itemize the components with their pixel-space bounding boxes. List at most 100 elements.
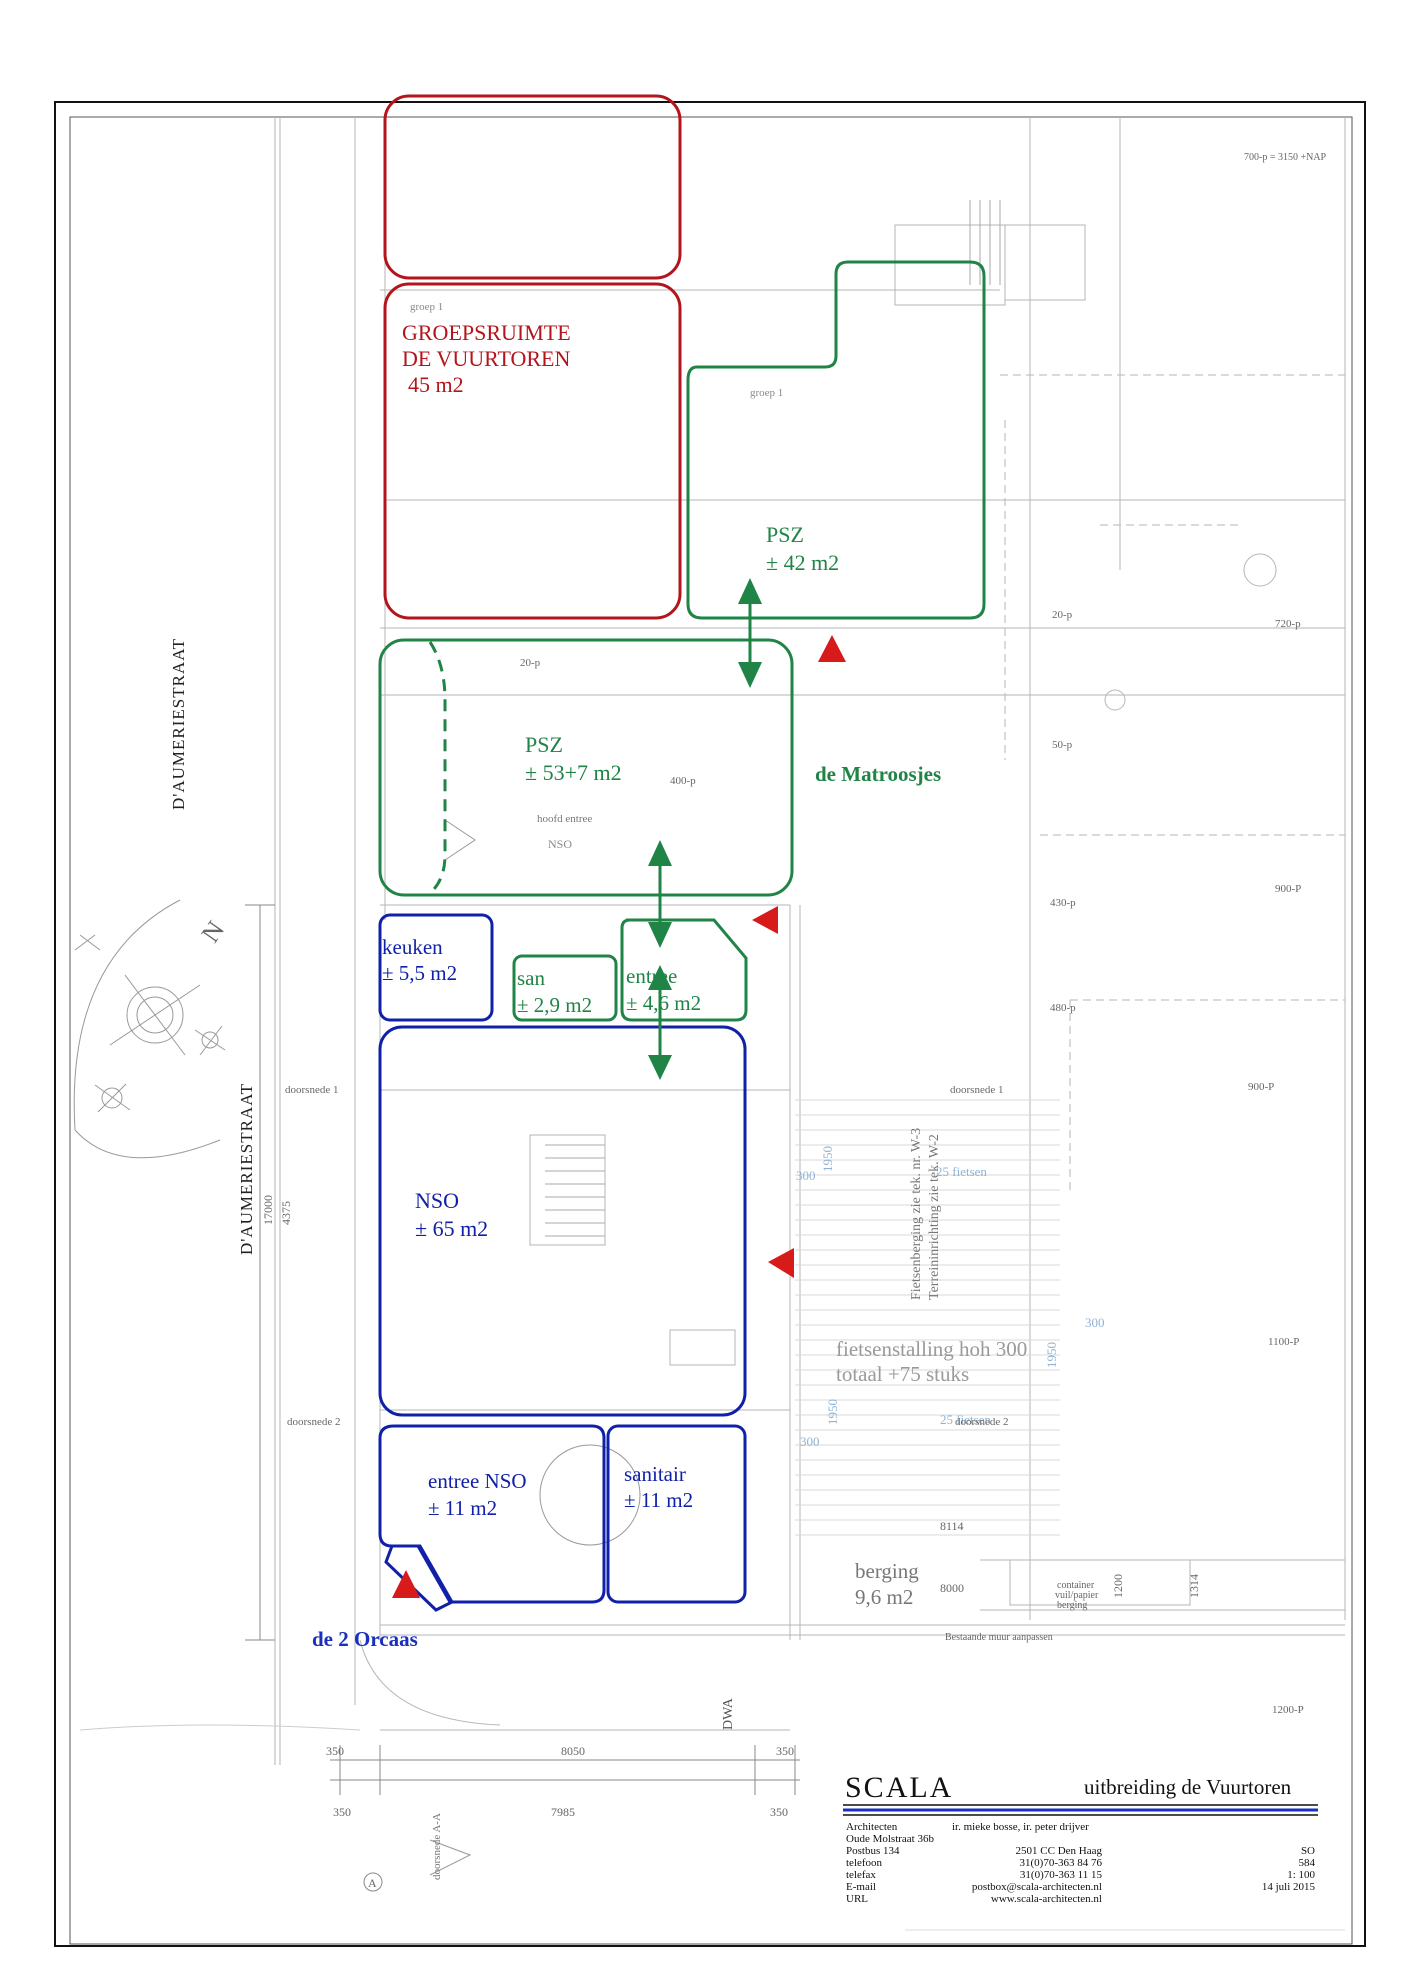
nso-name: NSO — [415, 1188, 459, 1213]
doorsnede-1b-label: doorsnede 1 — [950, 1084, 1003, 1096]
gang-300a: 300 — [796, 1168, 816, 1183]
berging-area: 9,6 m2 — [855, 1585, 913, 1609]
tb-row-6-value: www.scala-architecten.nl — [991, 1893, 1102, 1905]
street-name-lower: D'AUMERIESTRAAT — [237, 1083, 256, 1255]
groep-1a: groep 1 — [410, 301, 443, 313]
fietsen-25a: 25 fietsen — [936, 1164, 987, 1179]
dim-1200: 1200 — [1111, 1574, 1125, 1598]
grid-a-label: A — [368, 1876, 377, 1890]
entrance-marker-3 — [768, 1248, 794, 1278]
tb-row-4-label: telefax — [846, 1869, 876, 1881]
san-name: san — [517, 966, 545, 990]
circulation-arrow-2 — [648, 840, 672, 948]
tb-row-5-label: E-mail — [846, 1881, 876, 1893]
dwa-label: DWA — [721, 1697, 736, 1730]
tb-row-1-label: Oude Molstraat 36b — [846, 1833, 934, 1845]
fietsen-25b: 25 fietsen — [940, 1412, 991, 1427]
nso-ref-label: NSO — [548, 837, 572, 851]
room-outline-entree-nso-porch — [384, 1544, 455, 1612]
fietsenberging-label-1: Fietsenberging zie tek. nr. W-3 — [909, 1128, 924, 1300]
vuil-label: vuil/papier — [1055, 1590, 1099, 1601]
dim-350a: 350 — [326, 1744, 344, 1758]
keuken-name: keuken — [382, 935, 443, 959]
groepsruimte-label-2: DE VUURTOREN — [402, 346, 570, 371]
tb-row-4-value: 31(0)70-363 11 15 — [1020, 1869, 1103, 1881]
level-1100: 1100-P — [1268, 1336, 1299, 1348]
berging-small-label: berging — [1057, 1600, 1087, 1611]
psz-mid-area: ± 53+7 m2 — [525, 760, 622, 785]
dimension-lines — [245, 904, 800, 1795]
groep-1b: groep 1 — [750, 387, 783, 399]
dim-17000: 17000 — [261, 1195, 275, 1225]
sanitair-area: ± 11 m2 — [624, 1488, 693, 1512]
room-outline-groepsruimte — [383, 282, 682, 620]
room-outline-psz-53 — [378, 638, 794, 897]
dashed-wall-line — [428, 641, 447, 895]
room-outline-entree — [620, 918, 748, 1022]
level-430: 430-p — [1050, 897, 1076, 909]
entree-nso-name: entree NSO — [428, 1469, 527, 1493]
sanitair-name: sanitair — [624, 1462, 686, 1486]
gang-1950b: 1950 — [1044, 1342, 1059, 1368]
tb-row-6-label: URL — [846, 1893, 868, 1905]
street-name-upper: D'AUMERIESTRAAT — [169, 638, 188, 810]
level-1200: 1200-P — [1272, 1704, 1304, 1716]
san-area: ± 2,9 m2 — [517, 993, 592, 1017]
container-label: container — [1057, 1580, 1095, 1591]
spiral-stair — [539, 1444, 641, 1546]
tb-code1: SO — [1301, 1845, 1315, 1857]
groepsruimte-area: 45 m2 — [408, 372, 464, 397]
entree-name: entree — [626, 964, 677, 988]
gang-300b: 300 — [1085, 1315, 1105, 1330]
room-outline-nso — [378, 1025, 747, 1417]
level-720: 720-p — [1275, 618, 1301, 630]
title-block: SCALA uitbreiding de Vuurtoren Architect… — [843, 1771, 1318, 1905]
level-20b: 20-p — [520, 657, 541, 669]
dim-350d: 350 — [770, 1805, 788, 1819]
tb-row-3-value: 31(0)70-363 84 76 — [1020, 1857, 1103, 1869]
north-label: N — [196, 916, 231, 948]
nso-area: ± 65 m2 — [415, 1216, 488, 1241]
sheet-frame-outer — [54, 101, 1366, 1947]
psz-mid-name: PSZ — [525, 732, 563, 757]
room-outline-san — [512, 954, 618, 1022]
dim-8050: 8050 — [561, 1744, 585, 1758]
fietsenstalling-label-2: totaal +75 stuks — [836, 1362, 969, 1386]
berging-label: berging — [855, 1559, 919, 1583]
sheet-frame-inner — [69, 116, 1353, 1945]
entrance-marker-4 — [392, 1570, 420, 1598]
circulation-arrow-1 — [738, 578, 762, 688]
entree-nso-area: ± 11 m2 — [428, 1496, 497, 1520]
level-50: 50-p — [1052, 739, 1073, 751]
compass-rose — [73, 899, 226, 1159]
tb-row-2-value: 2501 CC Den Haag — [1016, 1845, 1103, 1857]
matroosjes-label: de Matroosjes — [815, 762, 941, 786]
tb-row-0-value: ir. mieke bosse, ir. peter drijver — [952, 1821, 1089, 1833]
bestaande-muur-label: Bestaande muur aanpassen — [945, 1632, 1053, 1643]
nap-label: 700-p = 3150 +NAP — [1244, 152, 1327, 163]
doorsnede-1-label: doorsnede 1 — [285, 1084, 338, 1096]
keuken-area: ± 5,5 m2 — [382, 961, 457, 985]
entrance-marker-1 — [818, 635, 846, 662]
tb-code2: 584 — [1299, 1857, 1316, 1869]
entrance-marker-2 — [752, 906, 778, 934]
room-outline-sanitair — [606, 1424, 747, 1604]
tb-row-2-label: Postbus 134 — [846, 1845, 900, 1857]
dim-8114: 8114 — [940, 1519, 964, 1533]
level-480: 480-p — [1050, 1002, 1076, 1014]
dim-1314: 1314 — [1187, 1574, 1201, 1598]
psz-top-area: ± 42 m2 — [766, 550, 839, 575]
tb-row-5-value: postbox@scala-architecten.nl — [972, 1881, 1102, 1893]
circulation-arrow-3 — [648, 965, 672, 1080]
firm-name: SCALA — [845, 1771, 953, 1804]
stair-hatch — [545, 200, 1001, 1237]
groepsruimte-label-1: GROEPSRUIMTE — [402, 320, 571, 345]
orcaas-label: de 2 Orcaas — [312, 1627, 418, 1651]
tb-date: 14 juli 2015 — [1262, 1881, 1316, 1893]
tb-row-3-label: telefoon — [846, 1857, 883, 1869]
level-900b: 900-P — [1248, 1081, 1274, 1093]
doorsnede-aa-label: doorsnede A-A — [431, 1813, 443, 1880]
gang-1950a: 1950 — [820, 1146, 835, 1172]
fietsenstalling-label-1: fietsenstalling hoh 300 — [836, 1337, 1027, 1361]
